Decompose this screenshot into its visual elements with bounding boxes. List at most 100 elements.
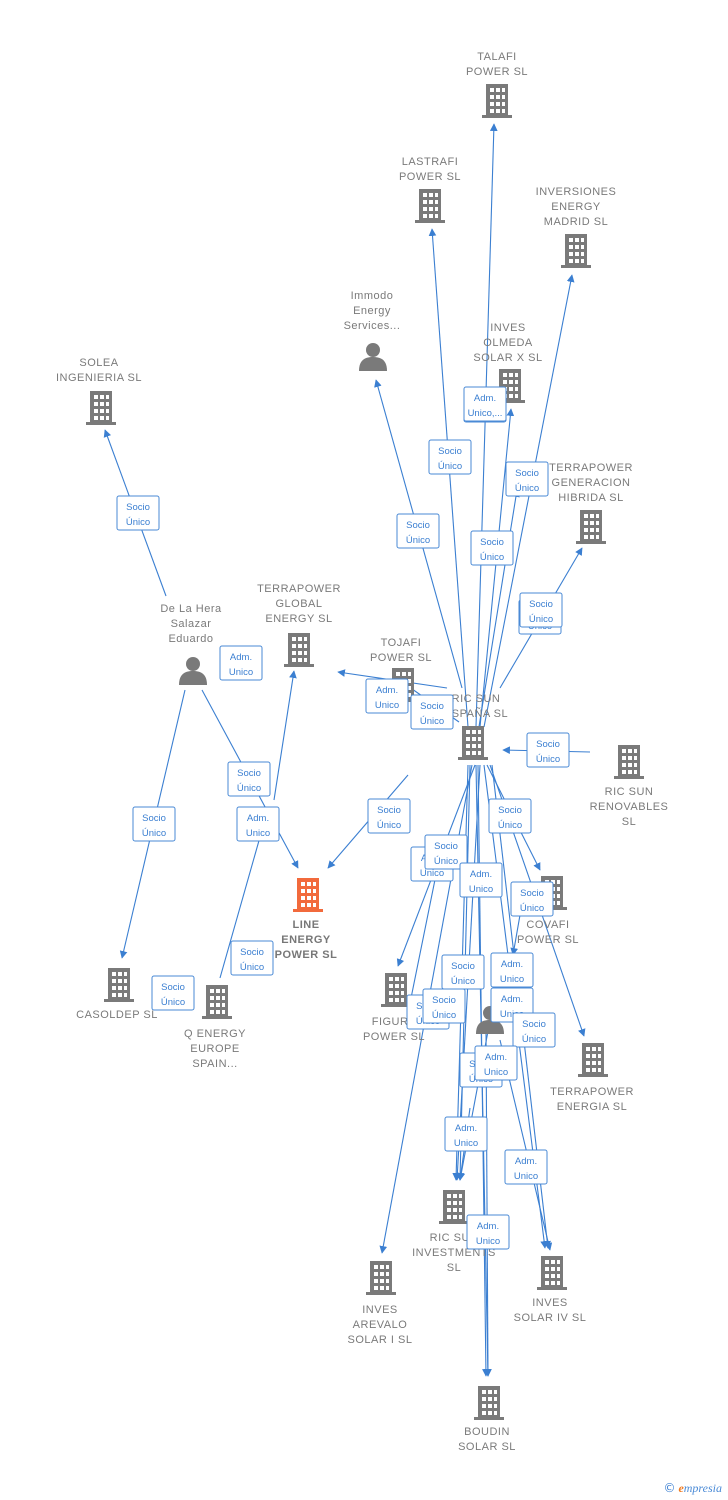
edge-label-text: Adm. bbox=[455, 1123, 477, 1134]
company-node-casoldep[interactable]: CASOLDEP SL bbox=[76, 968, 158, 1021]
edge-label-text: Socio bbox=[126, 502, 150, 513]
edge-label-text: Unico bbox=[454, 1138, 478, 1149]
edge-role-label[interactable]: Adm.Unico bbox=[219, 645, 263, 681]
node-label-line: POWER SL bbox=[370, 652, 432, 664]
company-node-qenergy[interactable]: Q ENERGYEUROPESPAIN... bbox=[184, 985, 246, 1070]
edge-role-label[interactable]: Adm.Unico bbox=[236, 806, 280, 842]
edge-label-text: Adm. bbox=[501, 959, 523, 970]
edge-label-box bbox=[459, 862, 503, 898]
edge-label-text: Único bbox=[529, 614, 553, 625]
building-icon bbox=[537, 1256, 567, 1290]
edge-label-text: Único bbox=[237, 783, 261, 794]
node-label-line: ESPAÑA SL bbox=[444, 707, 508, 720]
relation-edge bbox=[484, 1029, 492, 1377]
edge-label-box bbox=[227, 761, 271, 797]
edge-label-text: Adm. bbox=[477, 1221, 499, 1232]
edges bbox=[103, 123, 591, 1377]
edge-role-label[interactable]: Adm.Unico bbox=[490, 952, 534, 988]
edge-label-box bbox=[410, 694, 454, 730]
edge-label-text: Socio bbox=[451, 961, 475, 972]
relation-edge bbox=[457, 1009, 493, 1181]
edge-role-label[interactable]: Adm.Unico,... bbox=[463, 386, 507, 422]
node-label-line: Q ENERGY bbox=[184, 1028, 246, 1040]
node-label-line: POWER SL bbox=[275, 949, 338, 961]
edge-role-label[interactable]: Adm.Unico bbox=[365, 678, 409, 714]
edge-role-label[interactable]: Adm.Unico bbox=[474, 1045, 518, 1081]
edge-label-box bbox=[116, 495, 160, 531]
person-node-immodo[interactable]: ImmodoEnergyServices... bbox=[344, 290, 401, 371]
relation-edge bbox=[428, 228, 469, 728]
edge-label-text: Socio bbox=[480, 537, 504, 548]
edge-label-text: Socio bbox=[240, 947, 264, 958]
node-label-line: POWER SL bbox=[399, 171, 461, 183]
edge-role-label[interactable]: Adm.Unico bbox=[459, 862, 503, 898]
node-label-line: POWER SL bbox=[466, 66, 528, 78]
building-icon bbox=[415, 189, 445, 223]
edge-label-box bbox=[474, 1045, 518, 1081]
edge-label-box bbox=[236, 806, 280, 842]
edge-label-text: Unico bbox=[476, 1236, 500, 1247]
node-label-line: TERRAPOWER bbox=[550, 1086, 634, 1098]
company-node-tojafi[interactable]: TOJAFI POWER SL bbox=[370, 637, 432, 702]
edge-label-box bbox=[428, 439, 472, 475]
edge-label-text: Unico,... bbox=[468, 408, 503, 419]
node-label-line: TOJAFI bbox=[381, 637, 422, 649]
edge-label-text: Socio bbox=[434, 841, 458, 852]
edge-label-text: Adm. bbox=[470, 869, 492, 880]
node-label-line: SOLAR IV SL bbox=[514, 1312, 587, 1324]
building-icon bbox=[366, 1261, 396, 1295]
edge-role-label[interactable]: Adm. Unico bbox=[444, 1116, 488, 1152]
edge-role-label[interactable]: Adm.Unico bbox=[504, 1149, 548, 1185]
edge-role-label[interactable]: Adm. Unico bbox=[466, 1214, 510, 1250]
building-icon bbox=[474, 1386, 504, 1420]
edge-label-text: Único bbox=[480, 552, 504, 563]
empresia-watermark: ©empresia bbox=[663, 1481, 722, 1496]
node-label-line: De La Hera bbox=[160, 603, 222, 615]
edge-label-text: Socio bbox=[515, 468, 539, 479]
node-label-line: AREVALO bbox=[353, 1319, 408, 1331]
relation-edge bbox=[479, 408, 515, 728]
node-label-line: MADRID SL bbox=[544, 216, 608, 228]
edge-label-box bbox=[367, 798, 411, 834]
node-label-line: SOLAR I SL bbox=[348, 1334, 413, 1346]
edge-label-text: Adm. bbox=[230, 652, 252, 663]
